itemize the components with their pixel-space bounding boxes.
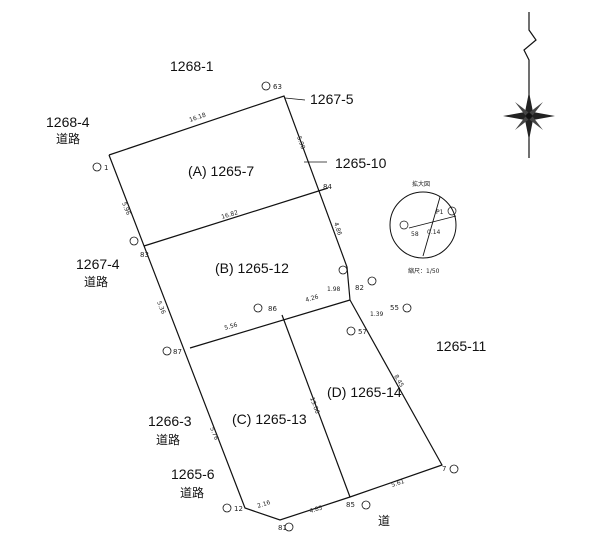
parcel-label-d: (D) 1265-14: [327, 384, 402, 400]
survey-point-label: 83: [140, 251, 149, 259]
neighbor-lot: 1265-10: [335, 155, 387, 171]
survey-point-label: 63: [273, 83, 282, 91]
neighbor-lot: 1265-6: [171, 466, 215, 482]
boundary-b-cd: [189, 299, 351, 349]
parcel-boundaries: [108, 95, 443, 521]
detail-inset: 拡大図 P1 58 0.14 縮尺：1/50: [389, 180, 457, 275]
inset-title: 拡大図: [412, 180, 430, 188]
parcel-labels: (A) 1265-7 (B) 1265-12 (C) 1265-13 (D) 1…: [188, 163, 402, 427]
dimension-label: 13.06: [308, 396, 321, 415]
outer-boundary: [108, 95, 443, 521]
dimension-label: 1.39: [370, 311, 384, 318]
parcel-label-c: (C) 1265-13: [232, 411, 307, 427]
dimension-label: 16.18: [188, 112, 207, 124]
survey-point-label: 87: [173, 348, 182, 356]
inset-point-label: P1: [436, 209, 444, 216]
neighbor-road-label: 道路: [156, 432, 180, 447]
survey-point-label: 81: [278, 524, 287, 532]
boundary-c-d: [281, 314, 351, 498]
dimension-label: 1.98: [327, 286, 341, 293]
survey-point-label: 86: [268, 305, 277, 313]
neighbor-lot: 1266-3: [148, 413, 192, 429]
neighbor-road-label: 道路: [56, 131, 80, 146]
dimension-label: 4.85: [309, 504, 324, 514]
survey-point-labels: 63 1 84 83 82 86 87 55 57 7 85 12 81: [104, 83, 446, 532]
survey-point-label: 7: [442, 465, 446, 473]
neighbor-lot: 1268-1: [170, 58, 214, 74]
survey-point-label: 55: [390, 304, 399, 312]
neighbor-road-label: 道路: [84, 274, 108, 289]
survey-point-label: 57: [358, 328, 367, 336]
dimension-label: 5.90: [295, 135, 306, 150]
dimension-label: 5.96: [120, 201, 132, 216]
dimension-label: 16.82: [221, 209, 240, 221]
survey-point-label: 85: [346, 501, 355, 509]
survey-point-markers: [92, 81, 459, 532]
survey-point-label: 12: [234, 505, 243, 513]
dimension-labels: 16.18 5.96 5.90 16.82 4.86 1.98 5.36 5.5…: [120, 112, 405, 515]
dimension-label: 5.61: [390, 478, 405, 489]
inset-point-label: 58: [411, 231, 419, 238]
survey-point-label: 1: [104, 164, 108, 172]
dimension-label: 4.26: [305, 293, 320, 303]
dimension-label: 5.56: [224, 321, 239, 331]
neighbor-lot: 1267-4: [76, 256, 120, 272]
inset-dimension: 0.14: [427, 229, 441, 236]
neighbor-lot: 1267-5: [310, 91, 354, 107]
compass-rose-icon: [503, 92, 555, 140]
road-label: 道: [378, 514, 390, 528]
neighbor-road-label: 道路: [180, 485, 204, 500]
dimension-label: 5.36: [155, 300, 167, 315]
boundary-a-b: [143, 187, 329, 247]
dimension-label: 5.76: [208, 426, 220, 441]
survey-point-label: 84: [323, 183, 332, 191]
dimension-label: 2.16: [256, 499, 271, 510]
neighbor-lots: 1268-1 1268-4 道路 1267-5 1265-10 1267-4 道…: [46, 58, 487, 528]
parcel-label-a: (A) 1265-7: [188, 163, 254, 179]
inset-scale: 縮尺：1/50: [408, 267, 440, 275]
survey-point-label: 82: [355, 284, 364, 292]
north-arrow-icon: [523, 12, 537, 158]
neighbor-lot: 1268-4: [46, 114, 90, 130]
dimension-label: 4.86: [332, 221, 343, 236]
neighbor-lot: 1265-11: [436, 338, 487, 354]
parcel-label-b: (B) 1265-12: [215, 260, 289, 276]
